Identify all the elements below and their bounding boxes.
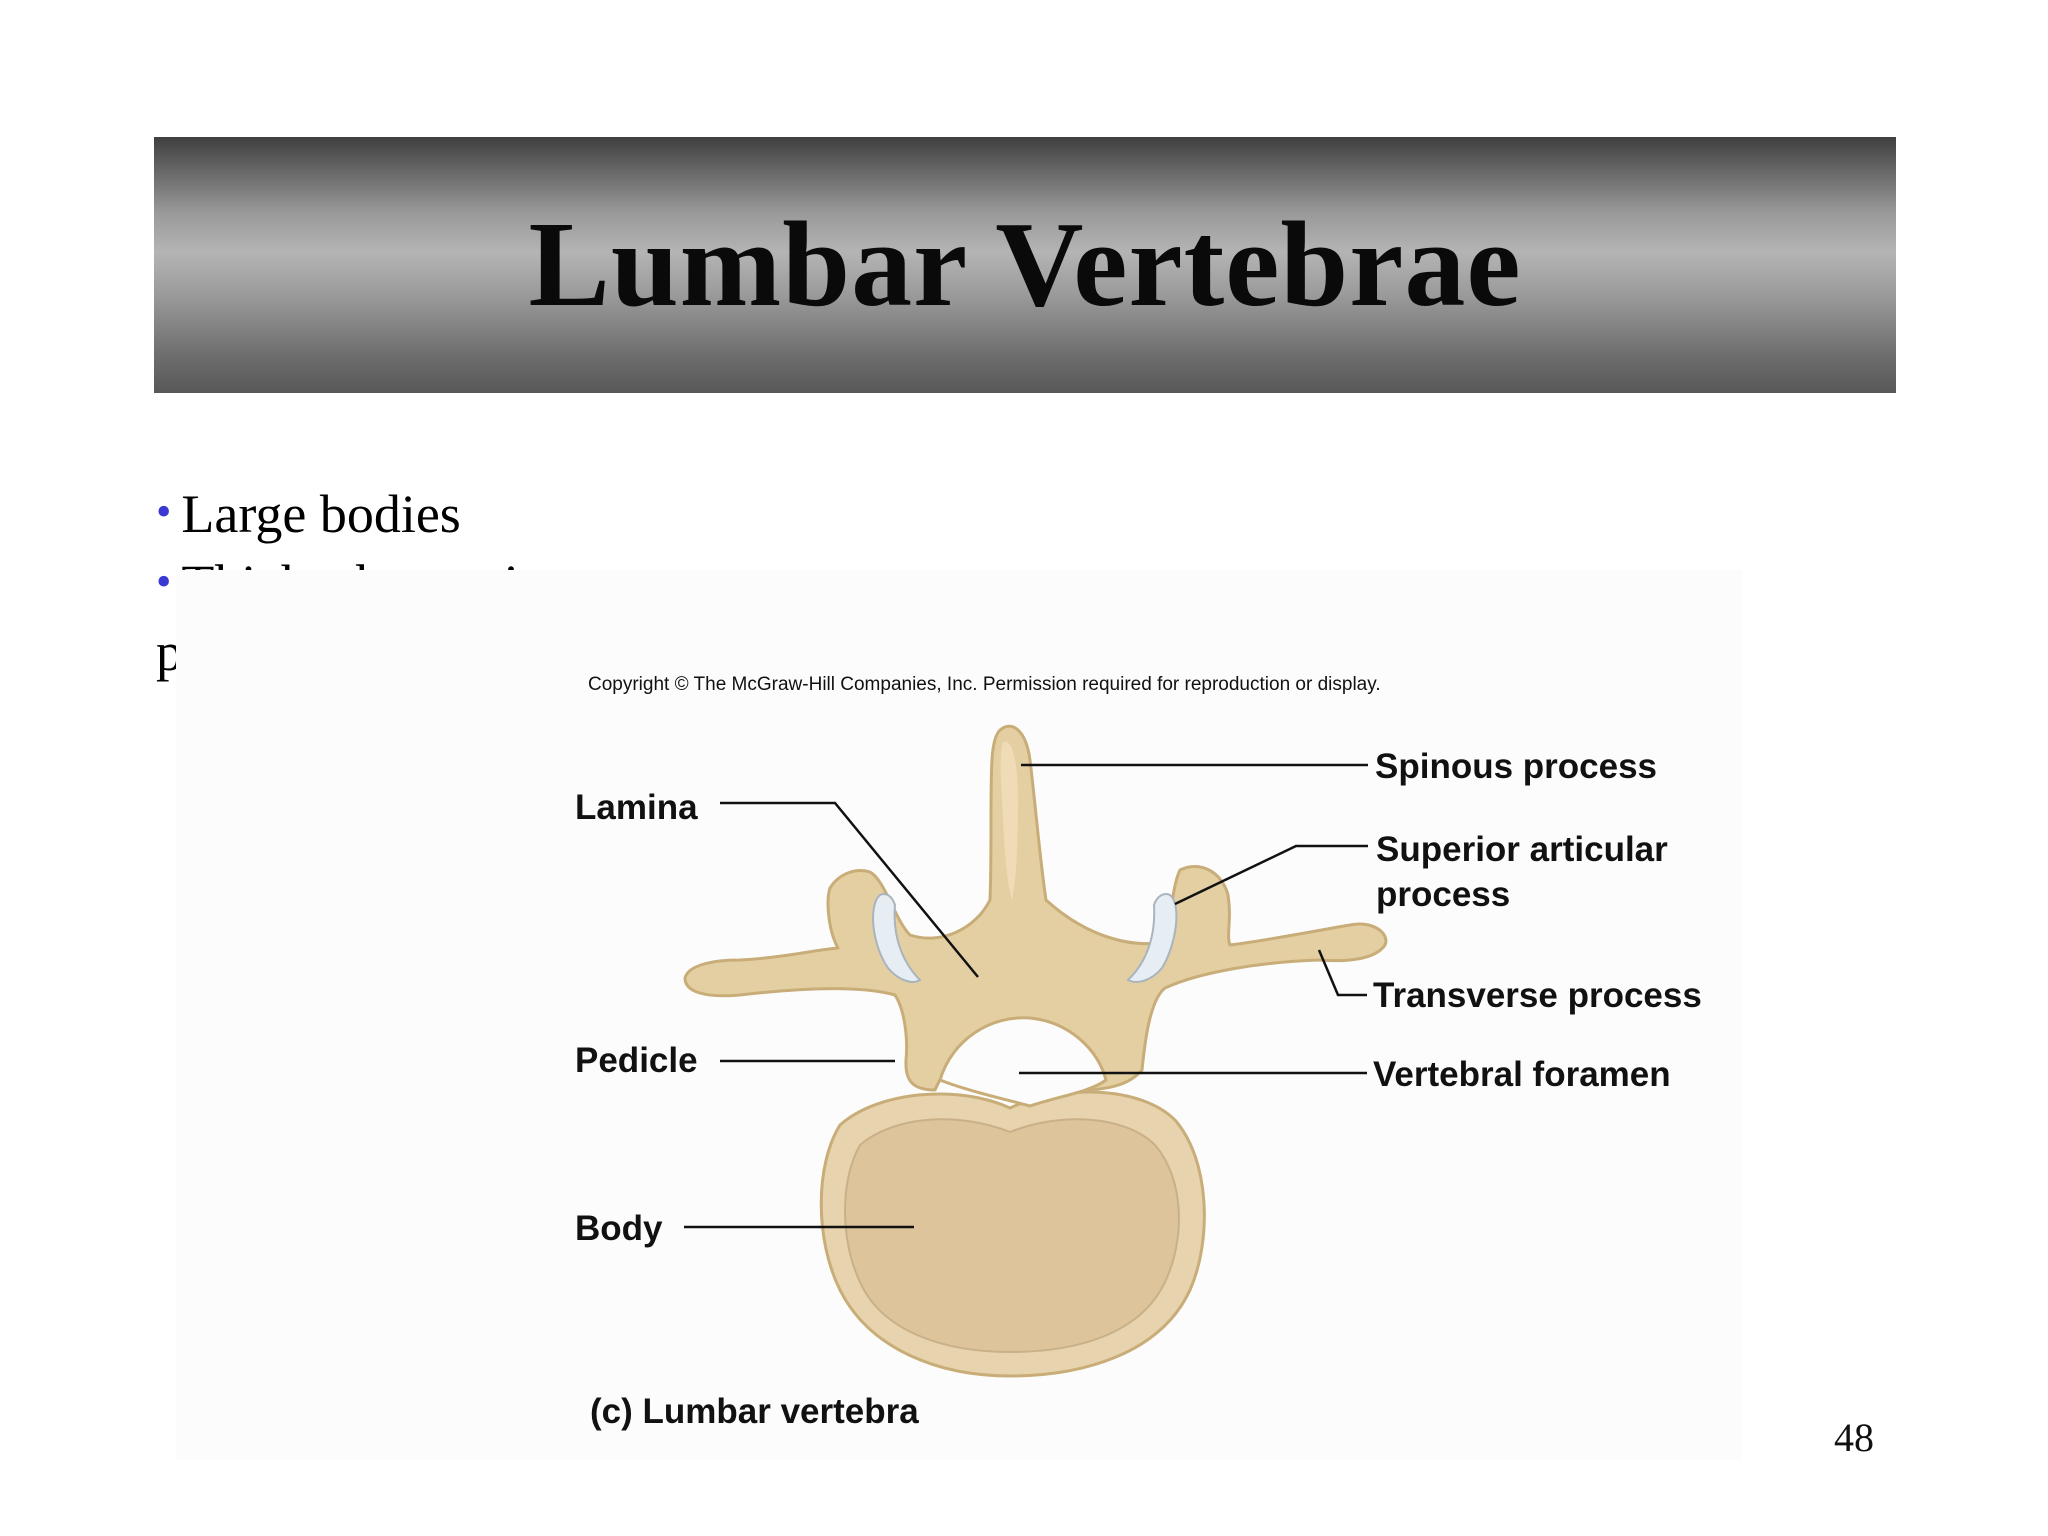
label-superior-articular-process: Superior articular process [1376, 827, 1668, 917]
bullet-dot-icon: • [156, 487, 172, 536]
label-superior-articular-line1: Superior articular [1376, 830, 1668, 869]
label-pedicle: Pedicle [575, 1041, 698, 1080]
left-articular-facet [872, 893, 921, 983]
label-superior-articular-line2: process [1376, 875, 1511, 914]
figure-caption: (c) Lumbar vertebra [590, 1392, 919, 1431]
bullet-text: Large bodies [181, 484, 461, 544]
leader-lamina [720, 801, 979, 978]
title-banner: Lumbar Vertebrae [154, 137, 1896, 393]
label-spinous-process: Spinous process [1375, 747, 1658, 786]
leader-superior-articular [1174, 844, 1368, 906]
page-number: 48 [1834, 1415, 1874, 1460]
body-cancellous-bone [844, 1118, 1180, 1353]
label-body: Body [575, 1209, 663, 1248]
slide-title: Lumbar Vertebrae [528, 197, 1522, 332]
right-articular-facet [1127, 893, 1178, 983]
vertebral-foramen [938, 1016, 1108, 1108]
leader-transverse-process [1317, 949, 1367, 997]
bullet-item: •Large bodies [156, 478, 716, 548]
leader-lines [684, 763, 1368, 1229]
label-transverse-process: Transverse process [1373, 976, 1702, 1015]
spinous-process-highlight [1000, 741, 1018, 900]
vertebra-drawing [683, 724, 1388, 1378]
label-lamina: Lamina [575, 788, 698, 827]
bullet-dot-icon: • [156, 557, 172, 606]
label-vertebral-foramen: Vertebral foramen [1373, 1055, 1671, 1094]
copyright-notice: Copyright © The McGraw-Hill Companies, I… [588, 674, 1381, 695]
